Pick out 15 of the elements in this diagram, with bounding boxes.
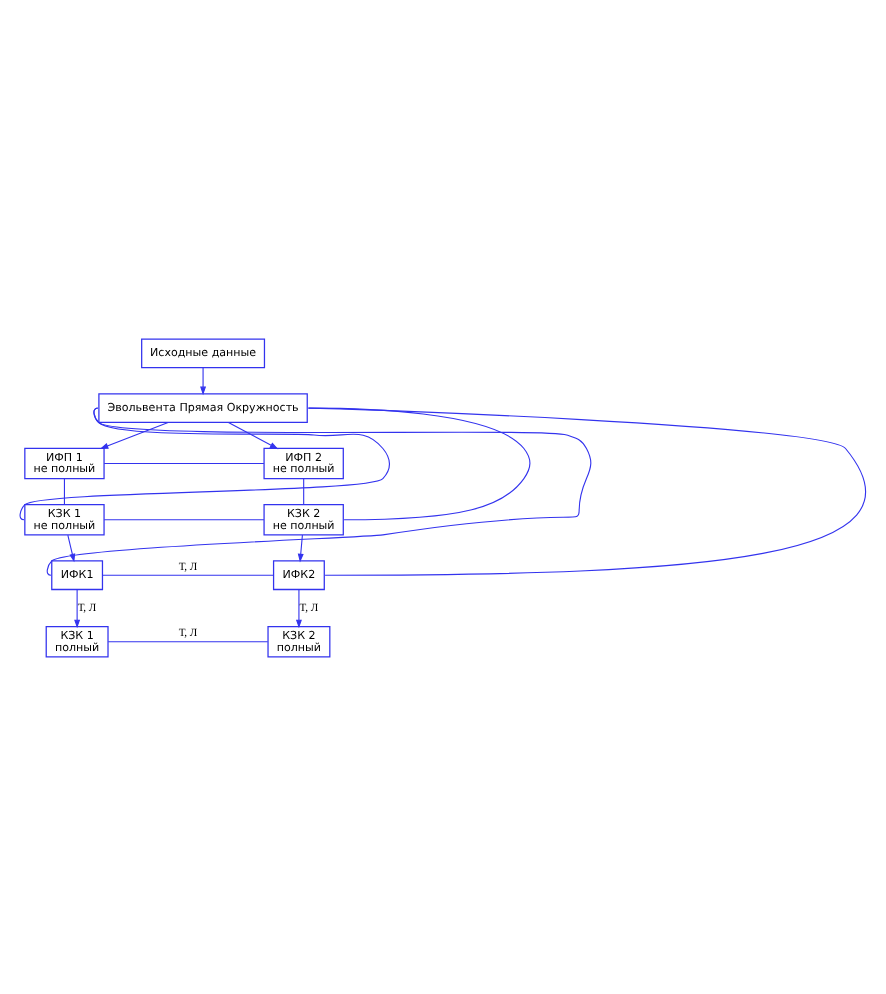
arrow bbox=[99, 420, 169, 448]
connector bbox=[63, 477, 65, 505]
arrow bbox=[67, 533, 76, 562]
arrow bbox=[297, 533, 304, 562]
connector bbox=[107, 640, 269, 642]
connector bbox=[307, 406, 866, 575]
arrow bbox=[200, 366, 207, 395]
connector bbox=[303, 477, 305, 505]
connector bbox=[103, 462, 265, 464]
connector bbox=[46, 406, 592, 575]
arrow bbox=[227, 420, 279, 449]
arrow bbox=[74, 588, 81, 628]
connector bbox=[103, 518, 265, 520]
arrow bbox=[295, 588, 302, 628]
connector bbox=[102, 573, 274, 575]
